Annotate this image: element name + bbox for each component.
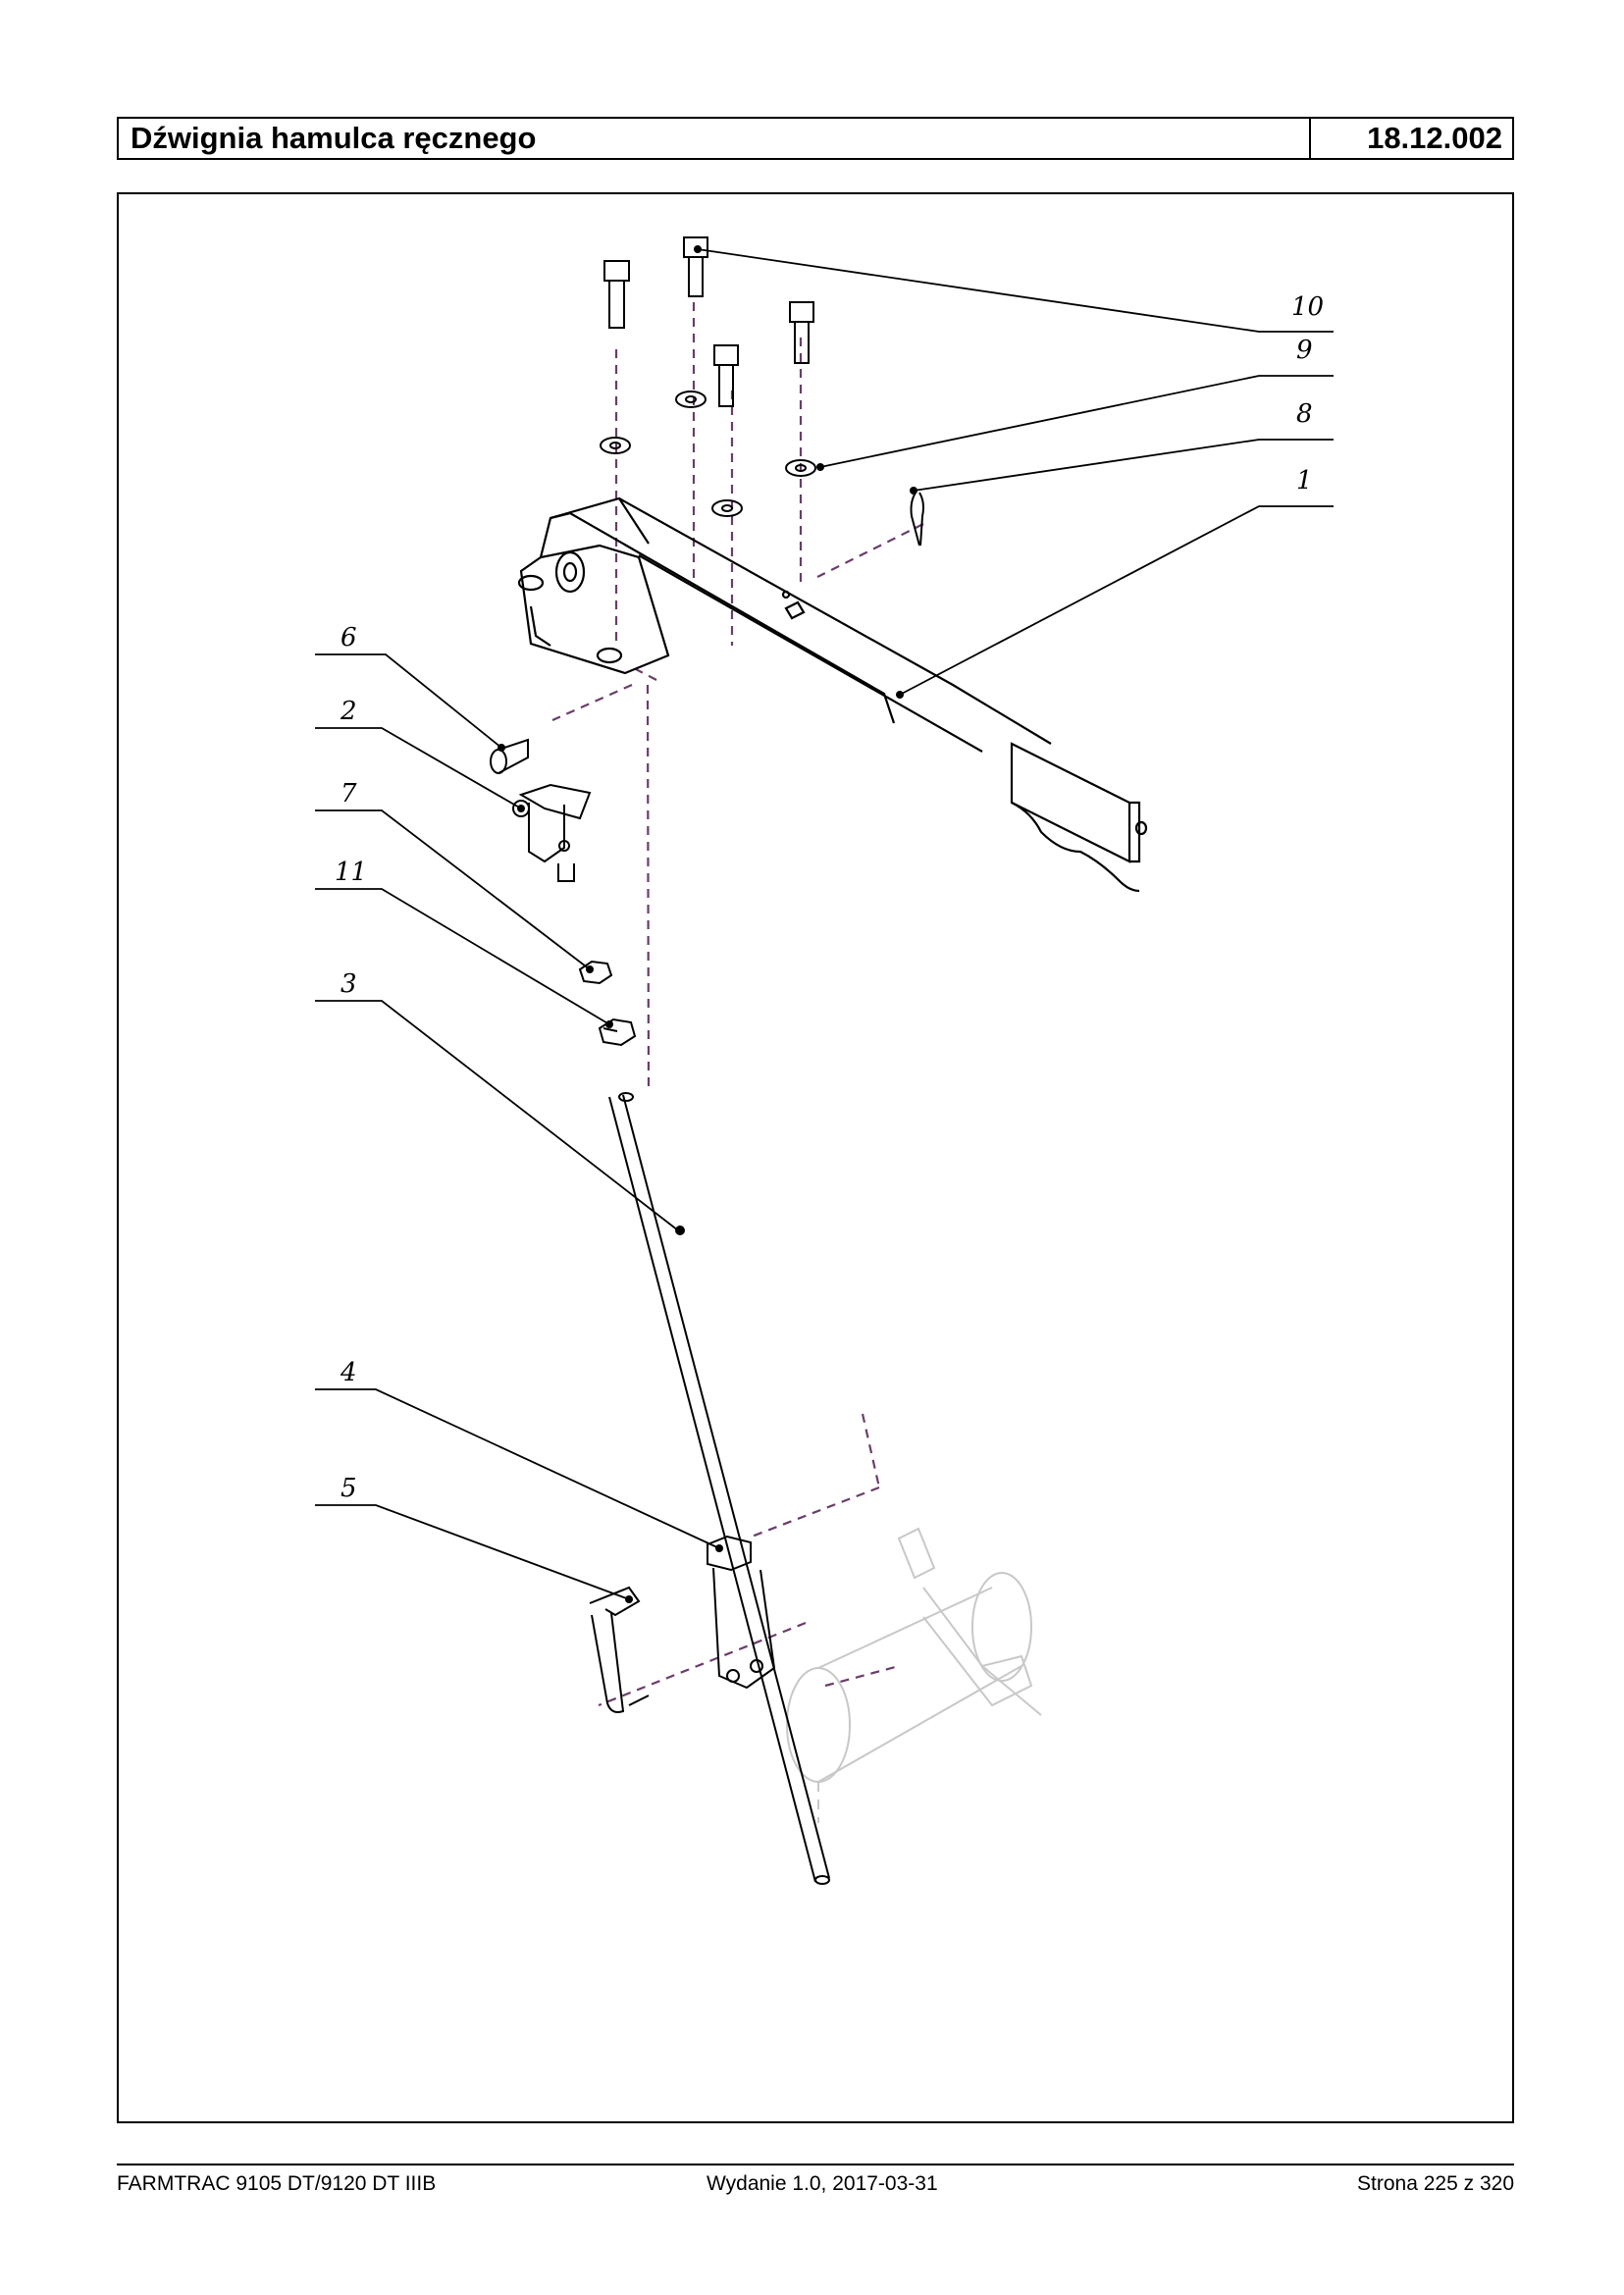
exploded-diagram-frame: 10 9 8 1 6 2 7 11 3 4 5 (117, 192, 1514, 2123)
callout-11: 11 (335, 858, 367, 887)
assembly-dashed-lines (551, 302, 924, 1707)
page-header: Dźwignia hamulca ręcznego 18.12.002 (117, 117, 1514, 160)
footer-model: FARMTRAC 9105 DT/9120 DT IIIB (117, 2172, 437, 2195)
clevis-pin-icon (490, 738, 529, 774)
callout-leaders (315, 248, 1334, 1600)
washer-icon-group (600, 391, 816, 517)
clevis-fork-icon (512, 783, 592, 882)
footer-page-number: Strona 225 z 320 (1357, 2172, 1514, 2195)
lock-nut-icon (598, 1017, 637, 1047)
lower-fork-icon (707, 1535, 776, 1690)
callout-6: 6 (341, 623, 357, 652)
footer-divider (117, 2164, 1514, 2165)
callout-5: 5 (341, 1474, 357, 1503)
callout-2: 2 (340, 697, 357, 726)
cotter-pin-icon (910, 492, 924, 547)
callout-4: 4 (340, 1358, 357, 1387)
callout-8: 8 (1296, 399, 1313, 429)
part-group-code: 18.12.002 (1309, 119, 1512, 158)
reference-shaft-ghost (786, 1527, 1042, 1823)
callout-10: 10 (1291, 292, 1324, 322)
pull-rod (608, 1092, 830, 1885)
hand-brake-lever (517, 496, 1148, 893)
callout-9: 9 (1296, 336, 1313, 365)
callout-7: 7 (341, 779, 357, 808)
exploded-parts-diagram: 10 9 8 1 6 2 7 11 3 4 5 (315, 236, 1334, 1885)
page-title: Dźwignia hamulca ręcznego (131, 121, 537, 155)
bolt-icon-group (603, 236, 814, 407)
callout-3: 3 (341, 969, 357, 999)
footer-edition: Wydanie 1.0, 2017-03-31 (707, 2172, 938, 2195)
callout-1: 1 (1296, 466, 1313, 496)
nut-icon (578, 960, 613, 985)
spring-clip-icon (589, 1586, 650, 1713)
